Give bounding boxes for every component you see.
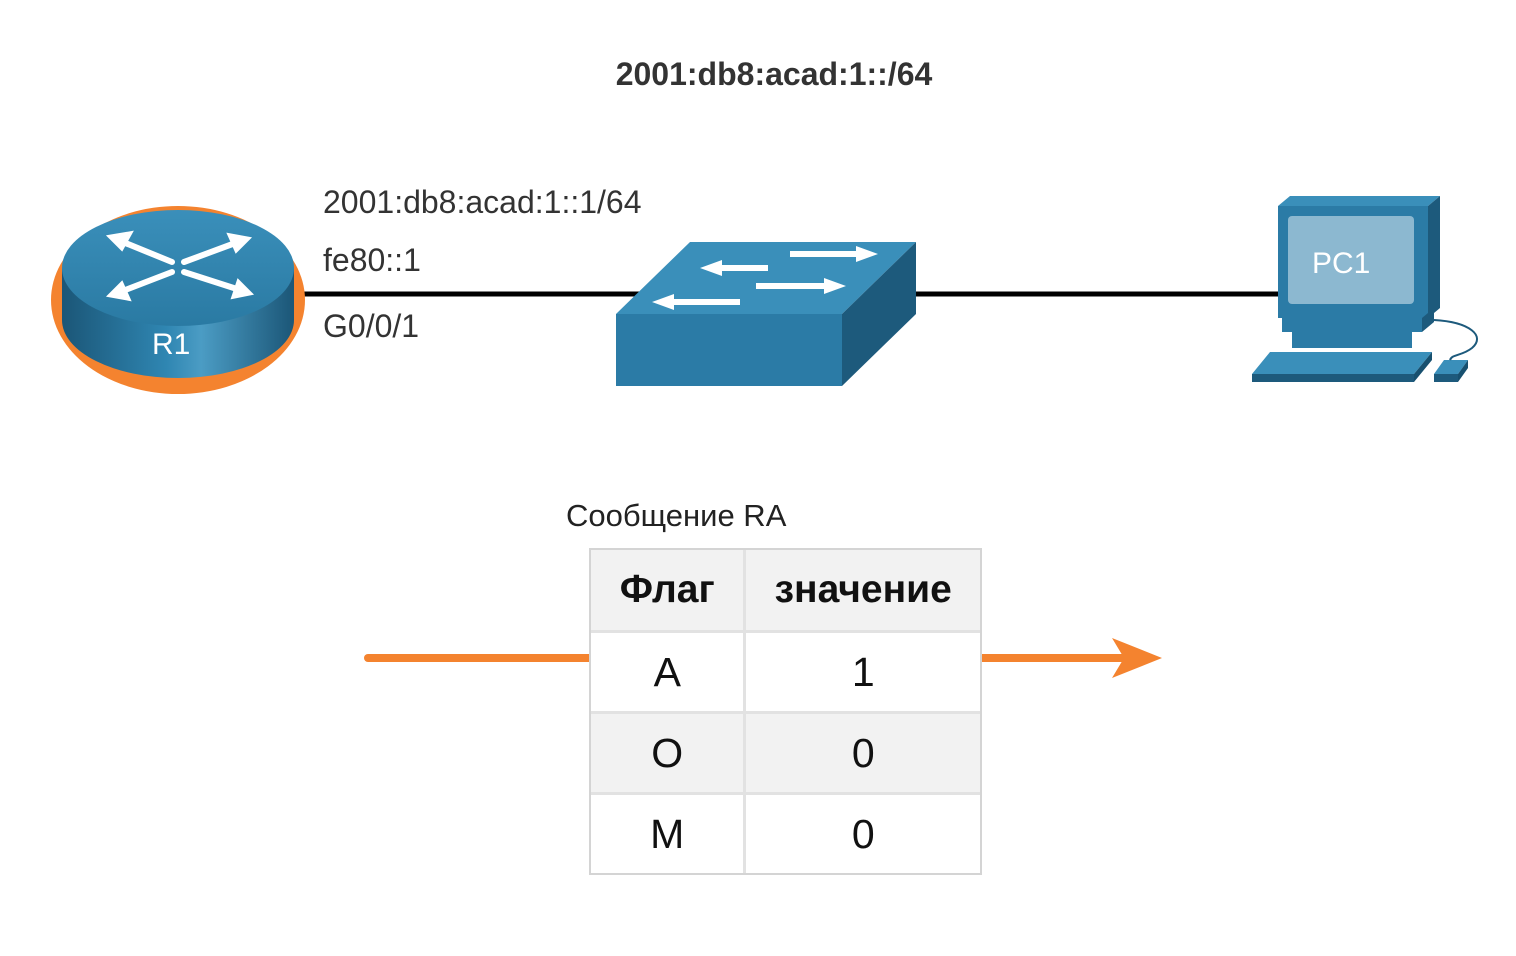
table-row: O 0 — [591, 714, 980, 795]
router-ipv6-address: 2001:db8:acad:1::1/64 — [323, 184, 642, 220]
column-header-flag: Флаг — [591, 550, 747, 633]
router-name-label: R1 — [152, 328, 191, 361]
router-interface-label: G0/0/1 — [323, 308, 420, 344]
value-cell: 1 — [746, 633, 980, 714]
ra-message-caption: Сообщение RA — [566, 498, 787, 533]
table-row: A 1 — [591, 633, 980, 714]
value-cell: 0 — [746, 714, 980, 795]
ra-flags-table: Флаг значение A 1 O 0 M 0 — [589, 548, 982, 875]
column-header-value: значение — [746, 550, 980, 633]
ra-direction-arrow — [364, 638, 1162, 678]
table-row: M 0 — [591, 795, 980, 873]
router-icon[interactable] — [51, 206, 305, 394]
flag-cell: A — [591, 633, 747, 714]
flag-cell: O — [591, 714, 747, 795]
flag-cell: M — [591, 795, 747, 873]
value-cell: 0 — [851, 810, 875, 857]
network-prefix-label: 2001:db8:acad:1::/64 — [615, 56, 933, 92]
pc-name-label: PC1 — [1312, 247, 1371, 280]
pc-icon[interactable] — [1252, 196, 1478, 382]
table-header-row: Флаг значение — [591, 550, 980, 633]
router-link-local-address: fe80::1 — [323, 242, 421, 278]
switch-icon[interactable] — [616, 242, 916, 386]
